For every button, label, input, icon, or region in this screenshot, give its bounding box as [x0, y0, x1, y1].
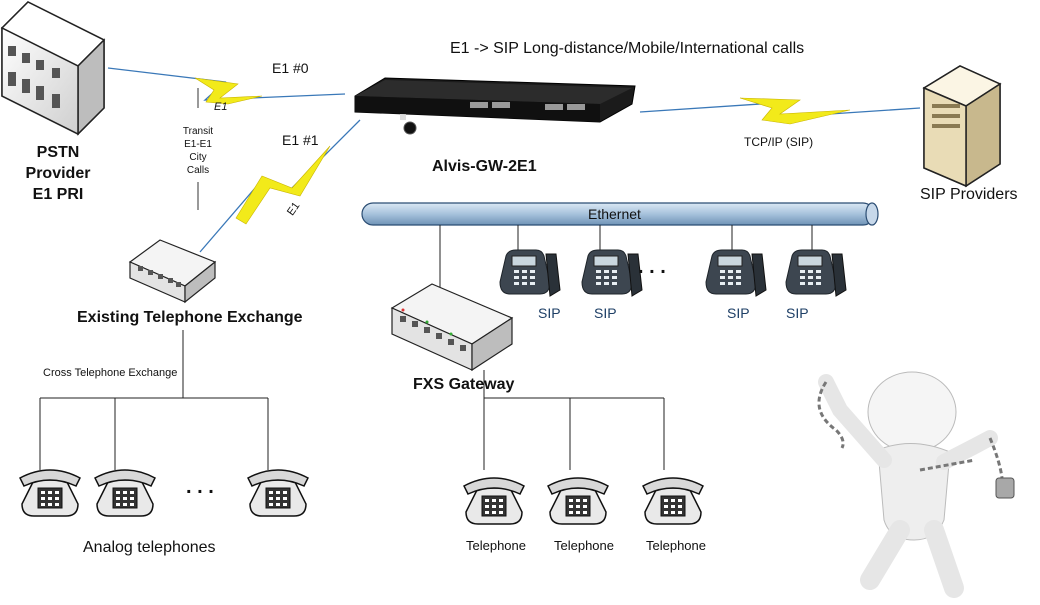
e1-1-link [199, 119, 361, 253]
sip-ellipsis: . . . [638, 256, 666, 278]
pstn-line2: Provider [25, 165, 91, 182]
pstn-building-icon [0, 1, 106, 136]
analog-wiring [39, 330, 269, 470]
telephone-label: Telephone [646, 538, 706, 553]
analog-ellipsis: . . . [186, 476, 214, 498]
tcpip-label: TCP/IP (SIP) [744, 135, 814, 149]
breaking-chains-figure-icon [817, 371, 1015, 598]
sip-phone-label: SIP [727, 305, 750, 321]
pstn-label: PSTN Provider E1 PRI [18, 142, 98, 205]
transit-label: Transit E1-E1 City Calls [170, 125, 226, 177]
analog-telephones-label: Analog telephones [83, 539, 216, 556]
sip-phone-label: SIP [594, 305, 617, 321]
transit-line3: City [189, 152, 207, 163]
telephone-label: Telephone [466, 538, 526, 553]
fxs-wiring [483, 370, 665, 470]
diagram-title: E1 -> SIP Long-distance/Mobile/Internati… [450, 40, 805, 57]
transit-line2: E1-E1 [184, 139, 212, 150]
telephone-icon [547, 477, 609, 525]
analog-phone-icon [247, 469, 309, 517]
gateway-device [354, 77, 636, 135]
e1-1-label: E1 #1 [282, 132, 319, 148]
telephone-label: Telephone [554, 538, 614, 553]
sip-providers-label: SIP Providers [920, 186, 1018, 203]
transit-line4: Calls [186, 165, 210, 176]
telephone-icon [463, 477, 525, 525]
pstn-line3: E1 PRI [32, 186, 84, 203]
analog-phone-icon [19, 469, 81, 517]
ethernet-label: Ethernet [588, 206, 641, 222]
gateway-label: Alvis-GW-2E1 [432, 158, 537, 175]
analog-phone-icon [94, 469, 156, 517]
ethernet-pipe [361, 202, 879, 226]
pstn-line1: PSTN [36, 144, 80, 161]
transit-line1: Transit [182, 126, 214, 137]
fxs-gateway-label: FXS Gateway [413, 376, 515, 393]
gateway-logo-icon [403, 121, 417, 135]
ethernet-drops [439, 225, 813, 290]
sip-phone-icon [581, 249, 643, 297]
sip-phone-icon [499, 249, 561, 297]
sip-phone-icon [785, 249, 847, 297]
sip-phone-label: SIP [538, 305, 561, 321]
cross-exchange-label: Cross Telephone Exchange [43, 367, 178, 379]
sip-server-icon [922, 65, 1002, 188]
sip-phone-label: SIP [786, 305, 809, 321]
e1-0-link [107, 67, 346, 105]
sip-phone-icon [705, 249, 767, 297]
sip-trunk-link [639, 97, 921, 125]
e1-0-label: E1 #0 [272, 60, 309, 76]
existing-exchange-label: Existing Telephone Exchange [77, 309, 303, 326]
e1-small-top-label: E1 [214, 101, 228, 113]
telephone-icon [642, 477, 704, 525]
fxs-gateway-box-icon [390, 283, 514, 372]
exchange-box-icon [128, 239, 217, 304]
